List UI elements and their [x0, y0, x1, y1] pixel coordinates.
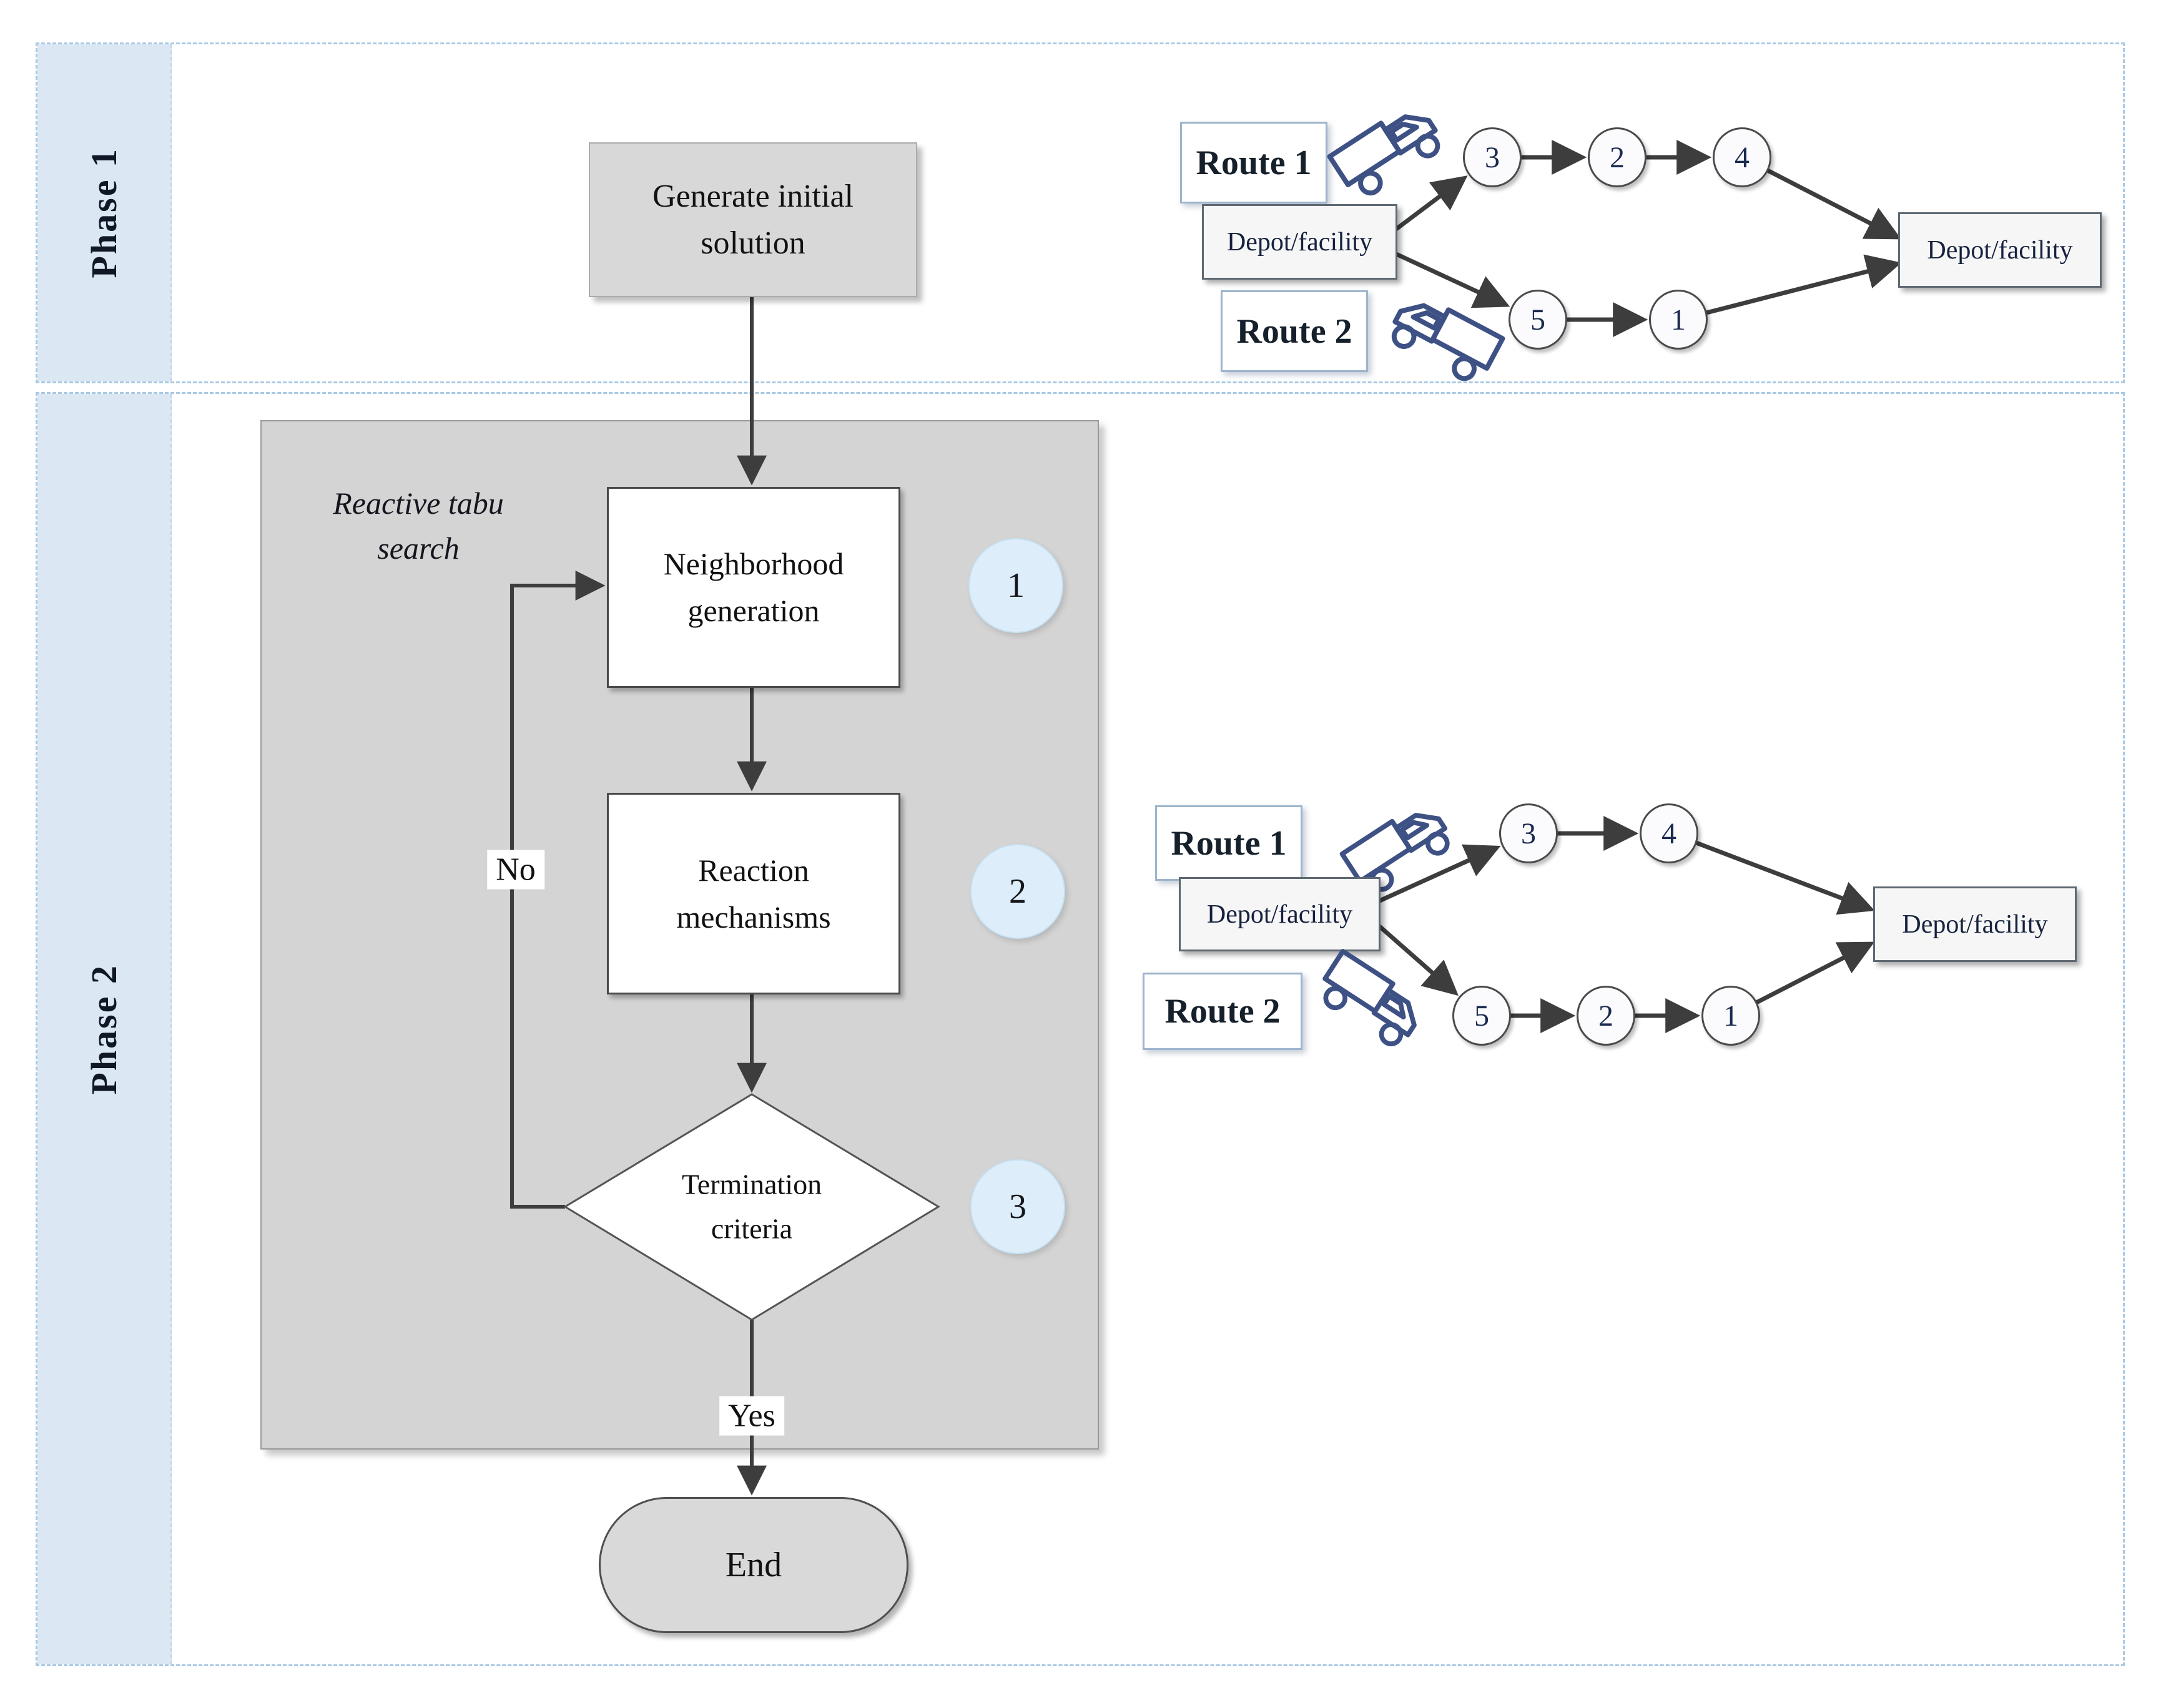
p1-r1-n1: 3	[1485, 140, 1500, 174]
p2-depot-right: Depot/facility	[1873, 886, 2077, 962]
p2-route1-truck-icon	[1339, 799, 1458, 892]
p1-route2-label: Route 2	[1236, 312, 1352, 351]
p1-r1-n3: 4	[1735, 140, 1750, 174]
p1-depot-left: Depot/facility	[1202, 204, 1397, 280]
p2-node: 1	[1701, 986, 1760, 1046]
step1-badge: 1	[968, 538, 1063, 633]
step1-line2: generation	[687, 593, 820, 628]
step2-badge-number: 2	[1009, 872, 1026, 911]
termination-diamond	[563, 1093, 940, 1321]
generate-initial-solution-box: Generate initial solution	[589, 142, 917, 297]
p2-node: 2	[1577, 986, 1635, 1046]
p1-route2-tag: Route 2	[1221, 290, 1368, 372]
p2-node: 4	[1640, 803, 1698, 863]
step3-line2: criteria	[711, 1213, 793, 1245]
p2-r1-n1: 3	[1521, 817, 1536, 850]
no-loop-line	[510, 571, 606, 1209]
p2-depot-left: Depot/facility	[1179, 877, 1381, 951]
end-label: End	[725, 1546, 782, 1584]
p1-r2-n2: 1	[1671, 303, 1686, 336]
p2-r2-n2: 2	[1598, 999, 1613, 1033]
step3-badge: 3	[970, 1159, 1065, 1254]
p2-depot-left-label: Depot/facility	[1206, 900, 1353, 929]
p1-node: 2	[1588, 127, 1647, 187]
reactive-tabu-search-note: Reactive tabu search	[275, 481, 562, 571]
step2-badge: 2	[970, 844, 1065, 939]
p2-route2-label: Route 2	[1164, 992, 1281, 1031]
p1-route1-label: Route 1	[1196, 143, 1312, 182]
start-box-line2: solution	[701, 225, 805, 261]
p2-route1-label: Route 1	[1171, 823, 1287, 863]
end-terminator: End	[599, 1497, 908, 1633]
phase2-band: Phase 2	[37, 394, 172, 1664]
p1-node: 4	[1713, 127, 1771, 187]
p1-depot-left-label: Depot/facility	[1226, 227, 1373, 257]
reaction-mechanisms-box: Reaction mechanisms	[607, 793, 900, 994]
step2-line2: mechanisms	[676, 899, 831, 935]
p2-route1-tag: Route 1	[1155, 805, 1302, 881]
start-box-line1: Generate initial	[652, 178, 854, 214]
flowchart-arrows	[510, 295, 767, 1496]
p2-r1-n2: 4	[1661, 817, 1676, 850]
termination-criteria-label: Termination criteria	[621, 1162, 883, 1252]
step1-badge-number: 1	[1007, 566, 1025, 605]
p1-route2-truck-icon	[1383, 287, 1505, 381]
route2-diagram-arrows	[1375, 816, 1875, 1033]
p1-node: 1	[1649, 290, 1708, 350]
p2-r2-n3: 1	[1723, 999, 1738, 1033]
p1-route1-tag: Route 1	[1180, 122, 1327, 204]
p2-route2-truck-icon	[1317, 948, 1433, 1046]
p2-node: 5	[1452, 986, 1511, 1046]
tabu-note-line1: Reactive tabu	[333, 486, 504, 521]
p2-route2-tag: Route 2	[1143, 973, 1302, 1050]
p1-node: 5	[1509, 290, 1567, 350]
p1-depot-right: Depot/facility	[1898, 212, 2102, 288]
no-branch-label: No	[487, 850, 544, 890]
neighborhood-generation-box: Neighborhood generation	[607, 487, 900, 688]
p1-depot-right-label: Depot/facility	[1927, 235, 2073, 265]
phase1-lane: Phase 1	[36, 42, 2125, 383]
step1-line1: Neighborhood	[663, 546, 844, 581]
p2-r2-n1: 5	[1474, 999, 1489, 1033]
p2-node: 3	[1499, 803, 1558, 863]
p2-depot-right-label: Depot/facility	[1902, 910, 2048, 939]
p1-r2-n1: 5	[1530, 303, 1545, 336]
no-text: No	[496, 852, 536, 888]
p1-r1-n2: 2	[1610, 140, 1625, 174]
step3-line1: Termination	[681, 1168, 822, 1200]
yes-text: Yes	[728, 1398, 775, 1434]
phase1-band: Phase 1	[37, 44, 172, 381]
p1-route1-truck-icon	[1327, 100, 1449, 196]
step3-badge-number: 3	[1009, 1187, 1026, 1226]
route1-diagram-arrows	[1392, 140, 1902, 337]
step2-line1: Reaction	[698, 852, 809, 888]
p1-node: 3	[1463, 127, 1522, 187]
tabu-note-line2: search	[377, 531, 460, 566]
yes-branch-label: Yes	[719, 1396, 784, 1436]
